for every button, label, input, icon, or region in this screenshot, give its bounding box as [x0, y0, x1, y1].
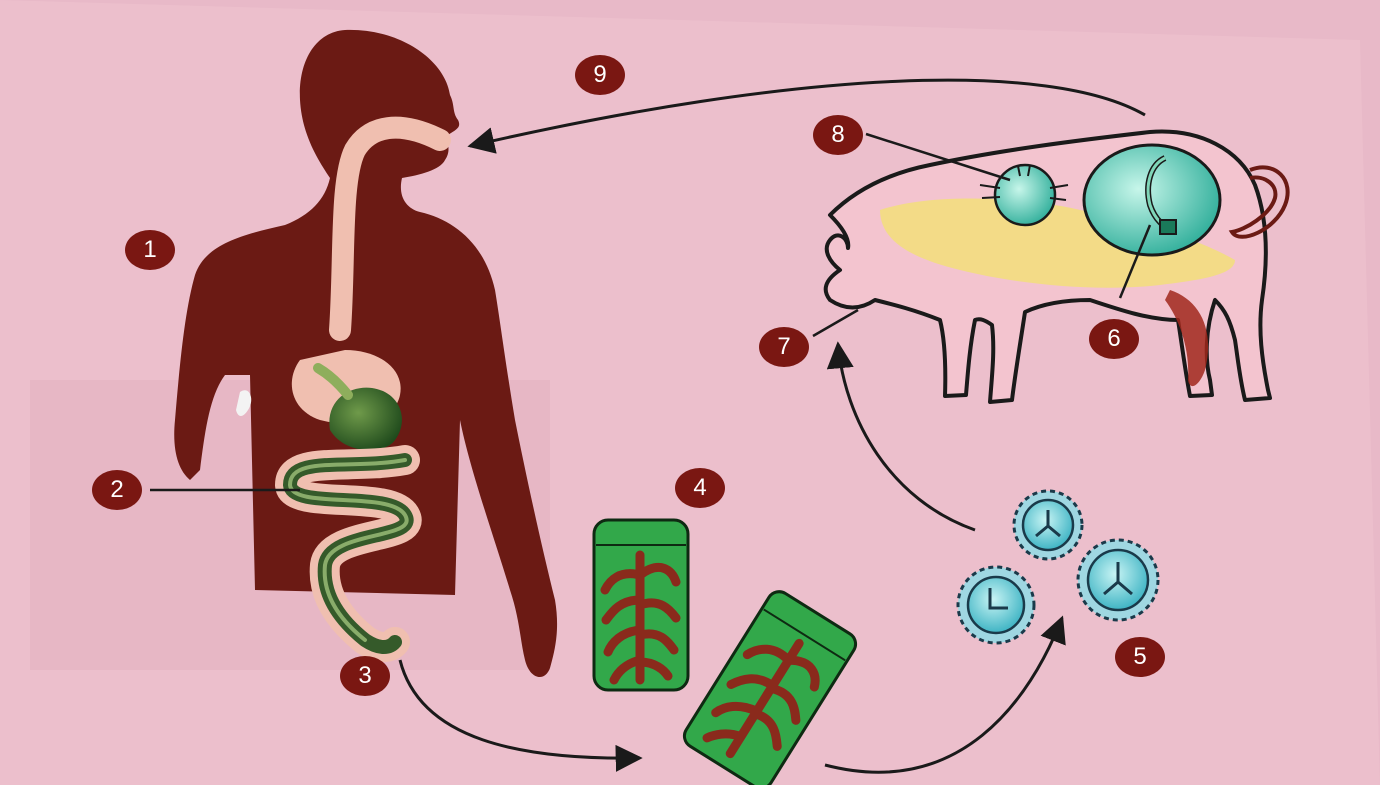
stage-label-2: 2 [92, 470, 142, 510]
stage-label-3: 3 [340, 656, 390, 696]
cyst-icon [1084, 145, 1220, 255]
egg-icon [1014, 491, 1082, 559]
stage-label-6: 6 [1089, 319, 1139, 359]
stage-label-8: 8 [813, 115, 863, 155]
stage-label-1: 1 [125, 230, 175, 270]
egg-icon [958, 567, 1034, 643]
stage-label-7: 7 [759, 327, 809, 367]
stage-label-9: 9 [575, 55, 625, 95]
stage-label-5: 5 [1115, 637, 1165, 677]
egg-icon [1078, 540, 1158, 620]
proglottid-segment-icon [594, 520, 688, 690]
stage-label-4: 4 [675, 468, 725, 508]
